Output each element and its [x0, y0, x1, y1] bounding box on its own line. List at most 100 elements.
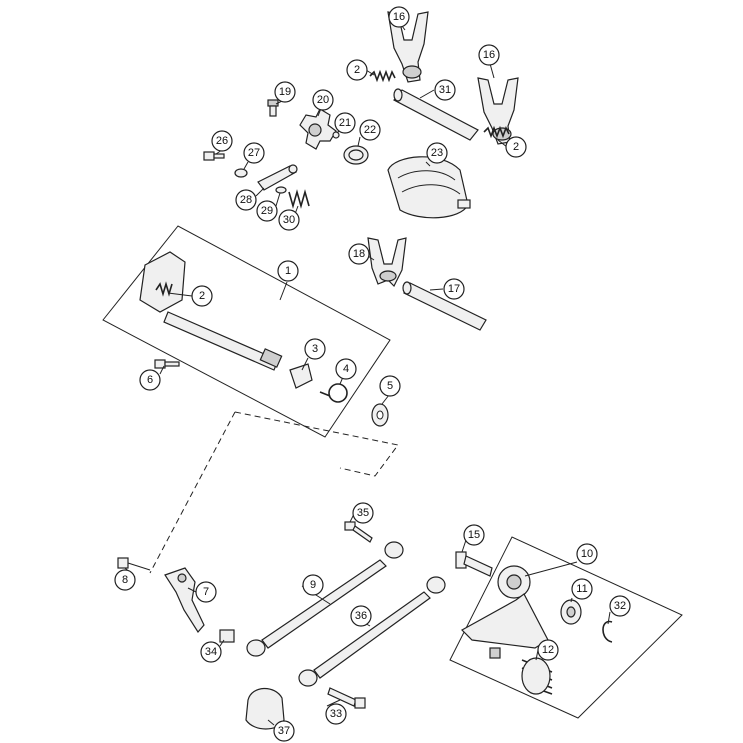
- svg-text:16: 16: [483, 49, 495, 61]
- clamp-3: [289, 363, 313, 389]
- svg-text:2: 2: [513, 141, 519, 153]
- boot-37: [245, 687, 285, 730]
- svg-text:6: 6: [147, 374, 153, 386]
- callout-34: 34: [200, 641, 222, 663]
- svg-text:4: 4: [343, 363, 349, 375]
- spring-2a: [369, 69, 396, 83]
- svg-text:5: 5: [387, 380, 393, 392]
- callout-28: 28: [235, 189, 257, 211]
- shift-drum-23: [387, 156, 471, 219]
- washer-27: [234, 168, 248, 178]
- callout-10: 10: [576, 543, 598, 565]
- svg-text:23: 23: [431, 147, 443, 159]
- callout-32: 32: [609, 595, 631, 617]
- callout-35: 35: [352, 502, 374, 524]
- boot-12: [521, 657, 553, 695]
- bearing-11: [560, 599, 582, 625]
- callout-3: 3: [304, 338, 326, 360]
- callout-5: 5: [379, 375, 401, 397]
- callout-12: 12: [537, 639, 559, 661]
- svg-text:10: 10: [581, 548, 593, 560]
- shift-fork-16a: [387, 11, 429, 83]
- svg-text:7: 7: [203, 586, 209, 598]
- shift-lever-10: [461, 565, 549, 659]
- spring-2c: [155, 281, 173, 297]
- svg-text:36: 36: [355, 610, 367, 622]
- screw-26: [203, 151, 225, 161]
- dashed-connection-top: [234, 411, 399, 477]
- locking-lever-28: [257, 164, 298, 191]
- pin-21: [332, 131, 340, 139]
- linkage-rod-9: [246, 541, 404, 657]
- svg-text:22: 22: [364, 124, 376, 136]
- svg-text:17: 17: [448, 283, 460, 295]
- svg-text:34: 34: [205, 646, 217, 658]
- svg-text:30: 30: [283, 214, 295, 226]
- svg-text:9: 9: [310, 579, 316, 591]
- spring-2b: [483, 125, 510, 139]
- callout-29: 29: [256, 200, 278, 222]
- svg-text:21: 21: [339, 117, 351, 129]
- svg-text:32: 32: [614, 600, 626, 612]
- callout-37: 37: [273, 720, 295, 742]
- callout-1: 1: [277, 260, 299, 282]
- bolt-35: [344, 521, 373, 543]
- shift-lever-7: [164, 567, 205, 634]
- callout-16b: 16: [478, 44, 500, 66]
- washer-5: [371, 403, 389, 427]
- callout-11: 11: [571, 578, 593, 600]
- callout-21: 21: [334, 112, 356, 134]
- svg-text:1: 1: [285, 265, 291, 277]
- svg-text:3: 3: [312, 343, 318, 355]
- callout-2c: 2: [191, 285, 213, 307]
- callout-19: 19: [274, 81, 296, 103]
- callout-17: 17: [443, 278, 465, 300]
- svg-text:29: 29: [261, 205, 273, 217]
- svg-text:11: 11: [576, 583, 587, 595]
- washer-29: [275, 186, 287, 194]
- callout-2b: 2: [505, 136, 527, 158]
- callout-9: 9: [302, 574, 324, 596]
- svg-text:27: 27: [248, 147, 260, 159]
- dashed-connection-left: [149, 411, 236, 574]
- svg-text:18: 18: [353, 248, 365, 260]
- bolt-8: [117, 557, 151, 571]
- shift-rod-31: [393, 88, 479, 141]
- callout-7: 7: [195, 581, 217, 603]
- callout-6: 6: [139, 369, 161, 391]
- callout-33: 33: [325, 703, 347, 725]
- svg-text:28: 28: [240, 194, 252, 206]
- callout-15: 15: [463, 524, 485, 546]
- callout-27: 27: [243, 142, 265, 164]
- svg-text:31: 31: [439, 84, 451, 96]
- svg-text:2: 2: [199, 290, 205, 302]
- svg-text:33: 33: [330, 708, 342, 720]
- callout-23: 23: [426, 142, 448, 164]
- shift-rod-17: [402, 281, 487, 331]
- svg-text:12: 12: [542, 644, 554, 656]
- bushing-34: [219, 629, 235, 643]
- svg-text:20: 20: [317, 94, 329, 106]
- bolt-19: [267, 99, 279, 117]
- svg-text:37: 37: [278, 725, 290, 737]
- callout-18: 18: [348, 243, 370, 265]
- callout-26: 26: [211, 130, 233, 152]
- callout-4: 4: [335, 358, 357, 380]
- svg-text:8: 8: [122, 574, 128, 586]
- svg-text:15: 15: [468, 529, 480, 541]
- svg-text:16: 16: [393, 11, 405, 23]
- spring-4: [319, 383, 348, 403]
- callout-30: 30: [278, 209, 300, 231]
- bolt-33: [327, 687, 366, 709]
- callout-22: 22: [359, 119, 381, 141]
- shift-shaft-1: [139, 251, 283, 371]
- spring-30: [288, 189, 310, 209]
- callout-36: 36: [350, 605, 372, 627]
- linkage-rod-36: [298, 576, 446, 687]
- ring-22: [343, 145, 369, 165]
- pivot-bolt-15: [455, 551, 493, 577]
- shift-star-20: [299, 108, 337, 150]
- bolt-6: [154, 359, 180, 369]
